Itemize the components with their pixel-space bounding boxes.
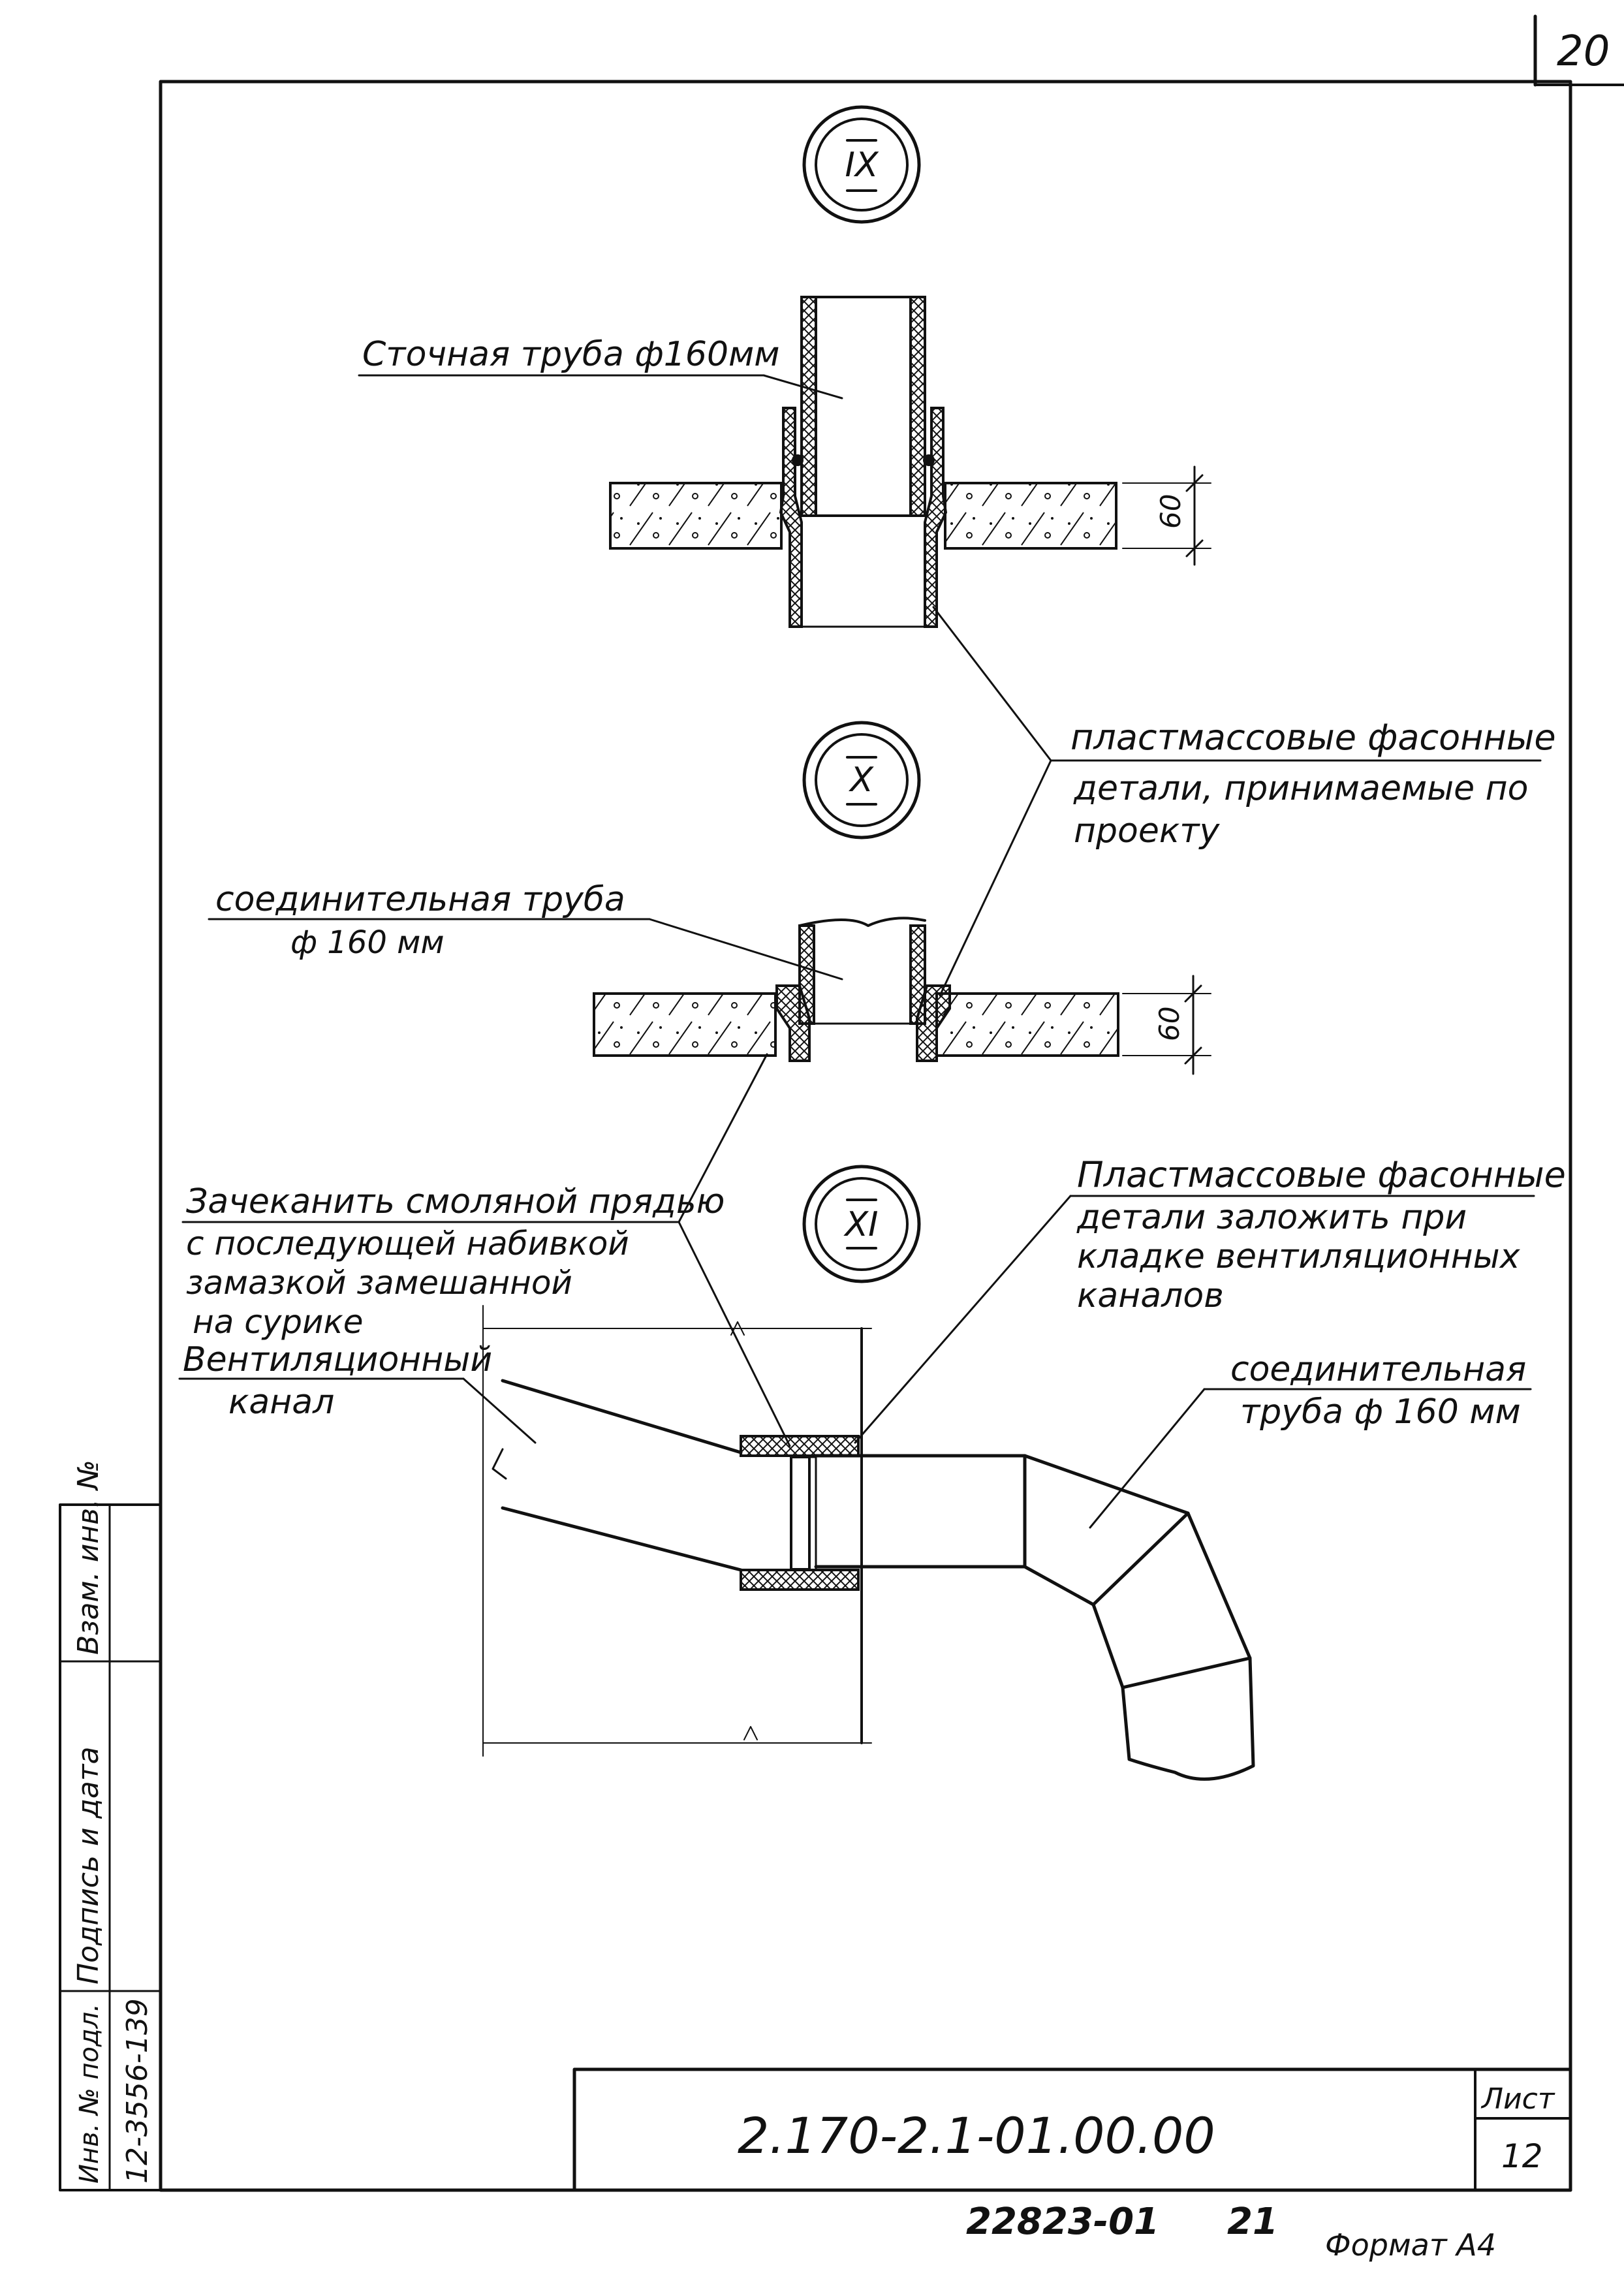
connecting-pipe-2-label-line2: труба ф 160 мм bbox=[1240, 1392, 1521, 1432]
dimension-x: 60 bbox=[1122, 975, 1211, 1075]
vent-channel-label-line2: канал bbox=[228, 1383, 334, 1422]
detail-ix-label: IX bbox=[845, 146, 879, 185]
dimension-x-value: 60 bbox=[1153, 1007, 1185, 1041]
detail-xi-label: XI bbox=[843, 1205, 879, 1244]
plastic-parts-label-line1: пластмассовые фасонные bbox=[1070, 717, 1556, 758]
page-number: 20 bbox=[1557, 27, 1610, 76]
plastic-parts-2-label-line4: каналов bbox=[1077, 1276, 1224, 1315]
elbow-segment-2 bbox=[1091, 1511, 1252, 1689]
inv-no-value: 12-3556-139 bbox=[121, 1998, 154, 2184]
connecting-pipe-label-line1: соединительная труба bbox=[215, 880, 625, 919]
slab-x-left bbox=[593, 992, 777, 1057]
detail-ix: IX 60 Сточная труба ф160мм bbox=[358, 105, 1211, 628]
page-number-corner: 20 bbox=[1533, 14, 1624, 87]
drawing-designation: 2.170-2.1-01.00.00 bbox=[738, 2107, 1215, 2165]
detail-xi: XI Зачеканить смоляной прядью с последую… bbox=[178, 1053, 1566, 1781]
elbow-segment-3 bbox=[1121, 1656, 1255, 1781]
sheet-number: 12 bbox=[1501, 2137, 1543, 2175]
connecting-pipe-label-line2: ф 160 мм bbox=[290, 924, 445, 961]
plastic-parts-label-line2: детали, принимаемые по bbox=[1073, 769, 1529, 808]
flange-fitting-left bbox=[775, 984, 811, 1062]
slab-ix-left bbox=[609, 482, 783, 550]
sleeve-bottom bbox=[740, 1569, 860, 1591]
plastic-parts-2-label-line1: Пластмассовые фасонные bbox=[1077, 1154, 1566, 1195]
socket-fitting-left bbox=[779, 407, 803, 628]
footer-number: 21 bbox=[1227, 2201, 1278, 2243]
title-block: Лист 12 2.170-2.1-01.00.00 bbox=[572, 2067, 1572, 2192]
slab-x-right bbox=[935, 992, 1119, 1057]
detail-x-label: X bbox=[848, 761, 874, 800]
slab-ix-right bbox=[944, 482, 1117, 550]
caulk-label-line2: с последующей набивкой bbox=[186, 1225, 629, 1263]
vent-channel-label-line1: Вентиляционный bbox=[183, 1340, 492, 1379]
caulk-label-line4: на сурике bbox=[193, 1303, 364, 1341]
detail-x: X 60 соединительная труба ф 160 мм bbox=[208, 721, 1211, 1075]
sewer-pipe-label: Сточная труба ф160мм bbox=[362, 335, 780, 374]
connecting-pipe-straight bbox=[814, 1454, 1027, 1569]
sleeve-top bbox=[740, 1435, 860, 1457]
sheet-label: Лист bbox=[1480, 2082, 1555, 2116]
plastic-parts-label-line3: проекту bbox=[1074, 811, 1221, 851]
footer-format: Формат А4 bbox=[1325, 2227, 1496, 2263]
detail-ix-marker: IX bbox=[802, 105, 921, 224]
footer-code: 22823-01 bbox=[966, 2201, 1159, 2243]
seal-ring-right bbox=[923, 454, 935, 466]
detail-x-marker: X bbox=[802, 721, 921, 839]
dimension-ix: 60 bbox=[1122, 465, 1211, 566]
caulk-label-line3: замазкой замешанной bbox=[186, 1264, 572, 1302]
plastic-parts-2-label-line3: кладке вентиляционных bbox=[1077, 1237, 1521, 1276]
dimension-ix-value: 60 bbox=[1155, 494, 1187, 529]
connecting-pipe-2-label-line1: соединительная bbox=[1230, 1350, 1526, 1389]
plastic-parts-callout: пластмассовые фасонные детали, принимаем… bbox=[932, 606, 1556, 997]
sheet-frame bbox=[159, 80, 1572, 2192]
inv-no-label: Инв. № подл. bbox=[74, 2003, 104, 2184]
caulk-label-line1: Зачеканить смоляной прядью bbox=[186, 1182, 725, 1221]
footer: 22823-01 21 Формат А4 bbox=[966, 2201, 1496, 2263]
seal-ring-left bbox=[792, 454, 804, 466]
signature-date-label: Подпись и дата bbox=[72, 1747, 105, 1985]
elbow-segment-1 bbox=[1023, 1454, 1190, 1607]
socket-fitting-right bbox=[924, 407, 948, 628]
sewer-pipe-wall-right bbox=[909, 296, 926, 517]
sewer-pipe-wall-left bbox=[800, 296, 817, 517]
replace-inv-label: Взам. инв. № bbox=[72, 1460, 105, 1655]
side-stamp: Взам. инв. № Подпись и дата Инв. № подл.… bbox=[59, 1460, 162, 2191]
plastic-parts-2-label-line2: детали заложить при bbox=[1076, 1198, 1467, 1237]
detail-xi-marker: XI bbox=[802, 1165, 921, 1283]
